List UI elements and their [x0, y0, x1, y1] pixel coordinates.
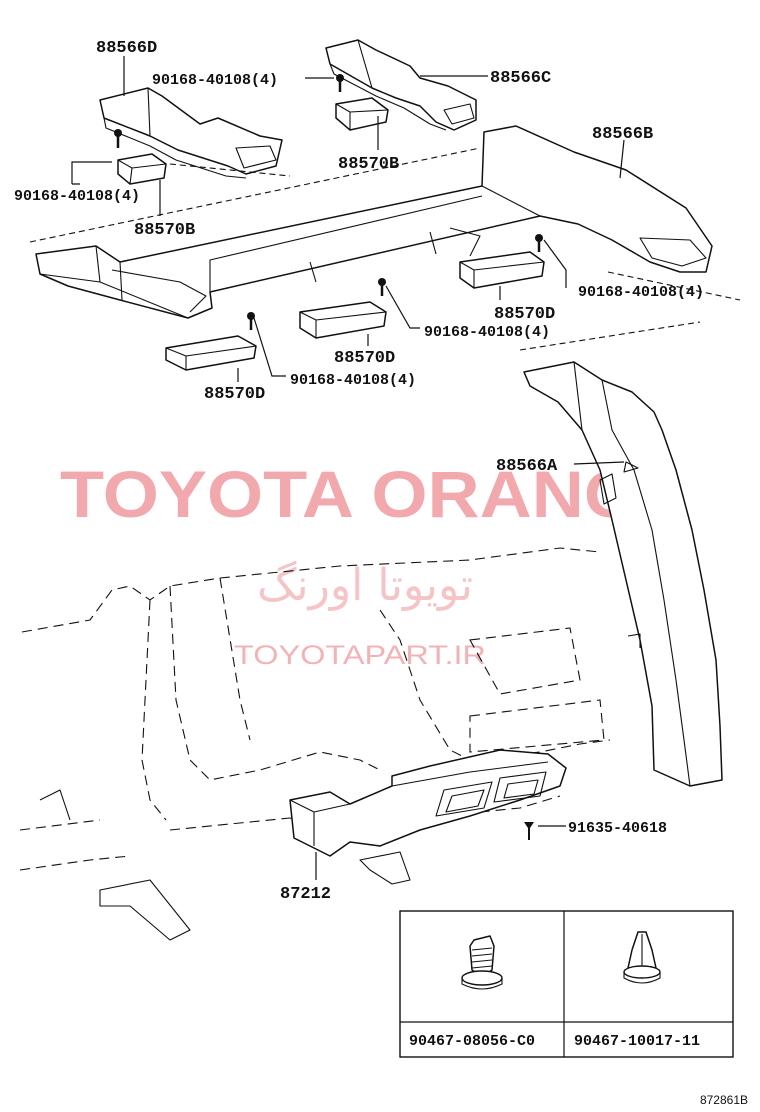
fir-tree-clip-icon — [623, 931, 661, 984]
legend-part-2: 90467-10017-11 — [574, 1033, 700, 1050]
part-labels: 88566D 90168-40108(4) 88566C 88566B 8857… — [14, 39, 704, 904]
screw-icon — [247, 234, 543, 330]
screw-icon — [336, 74, 344, 92]
label-88570D-right: 88570D — [494, 305, 555, 324]
label-88570B-left: 88570B — [134, 221, 195, 240]
clip-icon — [524, 822, 534, 840]
duct-88566D — [99, 87, 291, 179]
watermark-url: TOYOTAPART.IR — [234, 640, 486, 670]
label-87212: 87212 — [280, 885, 331, 904]
push-clip-icon — [461, 935, 503, 990]
pad-88570B-center — [335, 97, 389, 131]
label-88566C: 88566C — [490, 69, 551, 88]
legend-part-1: 90467-08056-C0 — [409, 1033, 535, 1050]
label-88570D-center: 88570D — [334, 349, 395, 368]
label-screw-left: 90168-40108(4) — [14, 188, 140, 205]
duct-88566B — [29, 125, 741, 351]
label-clip-91635: 91635-40618 — [568, 820, 667, 837]
watermark-main: TOYOTA ORANG — [60, 457, 640, 531]
pad-88570D-left — [165, 335, 257, 371]
label-screw-top: 90168-40108(4) — [152, 72, 278, 89]
label-88570D-left: 88570D — [204, 385, 265, 404]
label-88566B: 88566B — [592, 125, 653, 144]
watermark: TOYOTA ORANG تویوتا اورنگ TOYOTAPART.IR — [60, 457, 640, 670]
duct-87212 — [289, 749, 567, 857]
duct-88566A — [523, 361, 723, 787]
duct-88566C — [325, 39, 477, 131]
figure-id: 872861B — [700, 1093, 748, 1107]
label-screw-center: 90168-40108(4) — [424, 324, 550, 341]
label-88570B-center: 88570B — [338, 155, 399, 174]
label-88566D: 88566D — [96, 39, 157, 58]
leader-lines — [71, 56, 625, 880]
pad-88570D-right — [459, 251, 545, 289]
pad-88570D-center — [299, 301, 387, 339]
label-screw-bottom: 90168-40108(4) — [290, 372, 416, 389]
body-outline — [19, 547, 611, 941]
screw-icon — [114, 129, 122, 148]
pad-88570B-left — [117, 153, 167, 185]
label-screw-right: 90168-40108(4) — [578, 284, 704, 301]
clip-legend: 90467-08056-C0 90467-10017-11 — [399, 910, 734, 1058]
label-88566A: 88566A — [496, 457, 558, 476]
watermark-persian: تویوتا اورنگ — [257, 560, 473, 611]
